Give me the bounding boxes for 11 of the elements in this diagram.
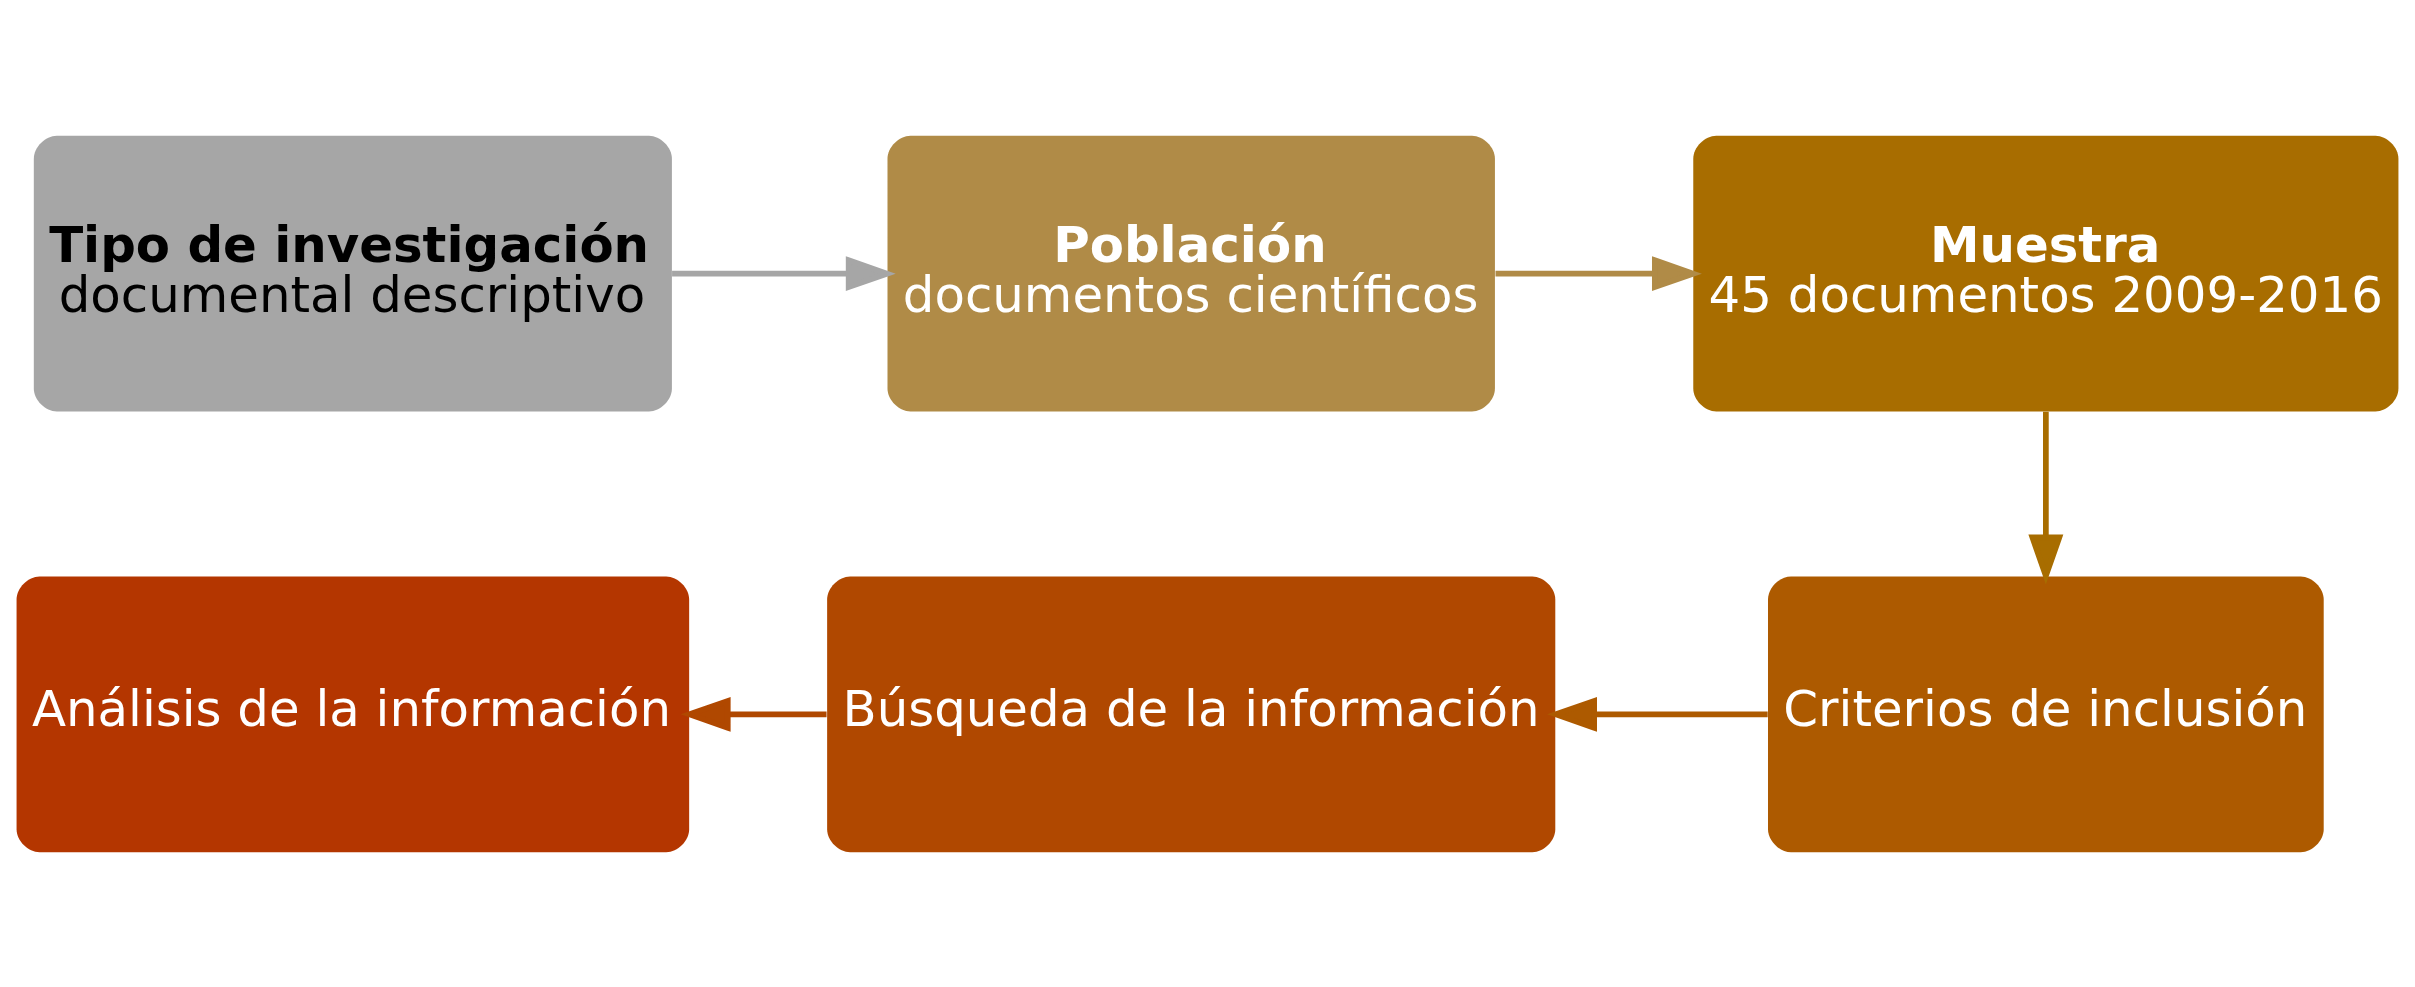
- node-box: Tipo de investigación documental descriptivo: [33, 135, 672, 412]
- arrow: [1495, 255, 1702, 291]
- arrow: [2028, 411, 2064, 584]
- node-box: Población documentos científicos: [887, 135, 1495, 412]
- node-box: Criterios de inclusión: [1768, 575, 2324, 852]
- arrow: [680, 696, 827, 732]
- arrow: [672, 255, 896, 291]
- arrow: [1547, 696, 1768, 732]
- node-box: Análisis de la información: [16, 575, 690, 852]
- node-box: Búsqueda de la información: [827, 575, 1556, 852]
- node-box: Muestra 45 documentos 2009-2016: [1693, 135, 2399, 412]
